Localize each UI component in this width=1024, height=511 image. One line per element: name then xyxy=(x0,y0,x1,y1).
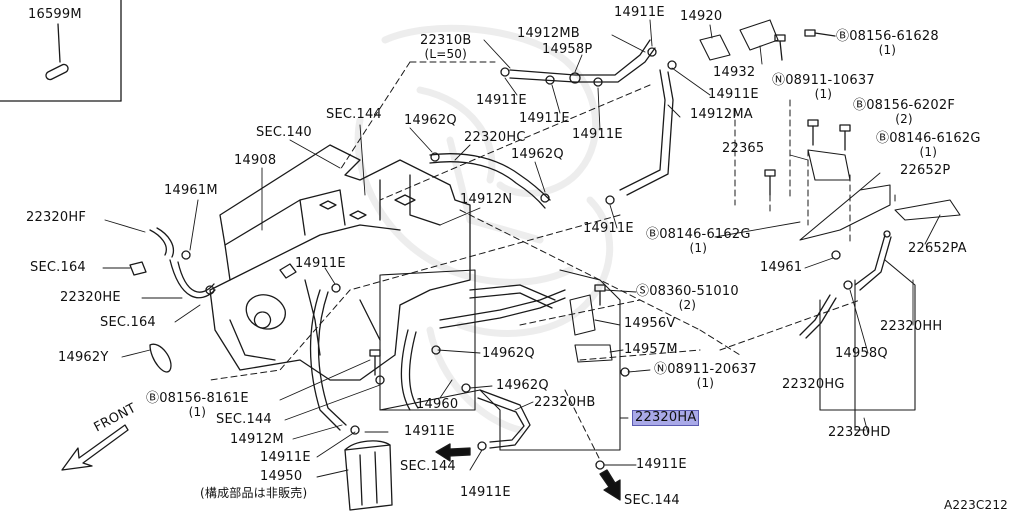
part-08360-51010-label: Ⓢ08360-51010(2) xyxy=(636,284,739,312)
part-14962Q-label: 14962Q xyxy=(404,113,457,128)
part-08156-8161E-label: Ⓑ08156-8161E(1) xyxy=(146,391,249,419)
part-14911E-label: 14911E xyxy=(583,221,634,236)
part-14908-label: 14908 xyxy=(234,153,277,168)
part-14911E-label: 14911E xyxy=(572,127,623,142)
part-08146-6162G-label: Ⓑ08146-6162G(1) xyxy=(876,131,981,159)
part-14911E-label: 14911E xyxy=(614,5,665,20)
part-14962Q-label: 14962Q xyxy=(511,147,564,162)
dashed-guides xyxy=(209,61,896,461)
part-22320HA-highlighted-label[interactable]: 22320HA xyxy=(632,410,700,426)
part-14961M-label: 14961M xyxy=(164,183,218,198)
leader-lines xyxy=(102,19,941,478)
part-22320HD-label: 22320HD xyxy=(828,425,891,440)
non-saleable-note: (構成部品は非販売) xyxy=(200,486,308,500)
part-14911E-label: 14911E xyxy=(519,111,570,126)
outline-boxes xyxy=(379,19,961,451)
part-14962Q-label: 14962Q xyxy=(496,378,549,393)
sec144-arrow-down xyxy=(599,469,621,501)
part-14950-label: 14950 xyxy=(260,469,303,484)
bolts xyxy=(369,29,851,376)
section-164-label: SEC.164 xyxy=(30,260,86,275)
sec144-arrow-left xyxy=(435,443,471,462)
part-14912MB-label: 14912MB xyxy=(517,26,580,41)
section-144-label: SEC.144 xyxy=(624,493,680,508)
part-08911-10637-label: Ⓝ08911-10637(1) xyxy=(772,73,875,101)
part-22320HE-label: 22320HE xyxy=(60,290,121,305)
part-14958P-label: 14958P xyxy=(542,42,593,57)
part-22320HG-label: 22320HG xyxy=(782,377,845,392)
part-14911E-label: 14911E xyxy=(404,424,455,439)
document-id: A223C212 xyxy=(944,498,1008,511)
part-16599M-label: 16599M xyxy=(28,7,82,22)
section-144-label: SEC.144 xyxy=(216,412,272,427)
part-22652PA-label: 22652PA xyxy=(908,241,967,256)
part-14911E-label: 14911E xyxy=(476,93,527,108)
part-14911E-label: 14911E xyxy=(260,450,311,465)
part-22652P-label: 22652P xyxy=(900,163,951,178)
part-22365-label: 22365 xyxy=(722,141,765,156)
part-14962Y-label: 14962Y xyxy=(58,350,109,365)
canister xyxy=(344,440,393,511)
part-14911E-label: 14911E xyxy=(636,457,687,472)
part-14912MA-label: 14912MA xyxy=(690,107,753,122)
part-14911E-label: 14911E xyxy=(295,256,346,271)
part-08911-20637-label: Ⓝ08911-20637(1) xyxy=(654,362,757,390)
inset-box xyxy=(0,0,122,102)
part-14932-label: 14932 xyxy=(713,65,756,80)
part-08146-6162G-label: Ⓑ08146-6162G(1) xyxy=(646,227,751,255)
part-14960-label: 14960 xyxy=(416,397,459,412)
part-14956V-label: 14956V xyxy=(624,316,676,331)
part-22310B-label: 22310B(L=50) xyxy=(420,33,472,61)
part-22320HB-label: 22320HB xyxy=(534,395,596,410)
part-14911E-label: 14911E xyxy=(708,87,759,102)
section-140-label: SEC.140 xyxy=(256,125,312,140)
part-08156-6202F-label: Ⓑ08156-6202F(2) xyxy=(853,98,956,126)
part-22320HC-label: 22320HC xyxy=(464,130,526,145)
section-164-label: SEC.164 xyxy=(100,315,156,330)
engine-outline xyxy=(209,144,471,381)
part-14962Q-label: 14962Q xyxy=(482,346,535,361)
section-144-label: SEC.144 xyxy=(400,459,456,474)
front-arrow xyxy=(61,424,129,471)
part-14958Q-label: 14958Q xyxy=(835,346,888,361)
part-08156-61628-label: Ⓑ08156-61628(1) xyxy=(836,29,939,57)
part-14911E-label: 14911E xyxy=(460,485,511,500)
part-14957M-label: 14957M xyxy=(624,342,678,357)
clamps xyxy=(129,47,891,470)
part-22320HF-label: 22320HF xyxy=(26,210,87,225)
part-14912M-label: 14912M xyxy=(230,432,284,447)
part-22320HH-label: 22320HH xyxy=(880,319,943,334)
part-14912N-label: 14912N xyxy=(460,192,513,207)
part-14961-label: 14961 xyxy=(760,260,803,275)
part-14920-label: 14920 xyxy=(680,9,723,24)
section-144-label: SEC.144 xyxy=(326,107,382,122)
